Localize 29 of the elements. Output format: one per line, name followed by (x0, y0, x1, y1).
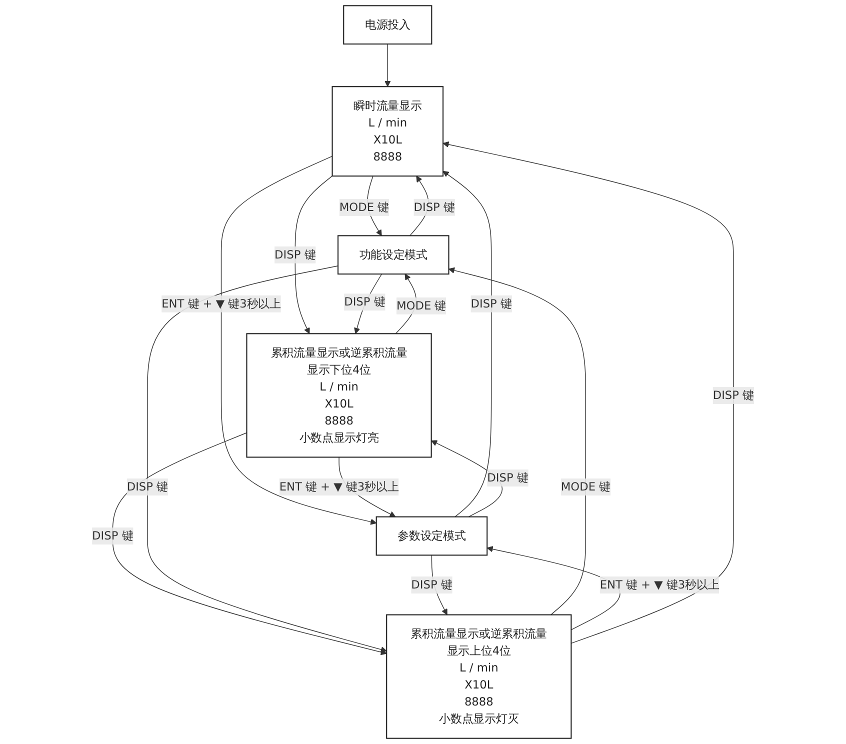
edge-label: DISP 键 (126, 480, 168, 494)
node-box: 累积流量显示或逆累积流量显示下位4位 L / min X10L 8888 小数点显示灯亮 (246, 333, 432, 458)
edge-label: DISP 键 (92, 528, 134, 542)
arrow (147, 266, 387, 653)
arrow (448, 267, 586, 616)
arrow (220, 156, 377, 525)
arrow (442, 141, 734, 644)
edge-label: DISP 键 (274, 248, 316, 262)
edge-label: DISP 键 (470, 296, 512, 310)
node-box: 累积流量显示或逆累积流量显示上位4位 L / min X10L 8888 小数点显示灯灭 (386, 614, 572, 739)
edge-label: DISP 键 (487, 470, 528, 484)
arrow (112, 432, 387, 656)
edge-label: DISP 键 (411, 578, 452, 592)
node-box: 参数设定模式 (376, 516, 488, 556)
edge-label: MODE 键 (339, 200, 390, 214)
edge-label: DISP 键 (414, 200, 455, 214)
edge-label: MODE 键 (396, 298, 446, 312)
edge-label: DISP 键 (712, 388, 754, 402)
node-box: 电源投入 (343, 5, 432, 45)
node-box: 功能设定模式 (337, 235, 450, 275)
arrow (384, 44, 391, 87)
edge-label: DISP 键 (344, 295, 386, 309)
edge-label: ENT 键 + ▼ 键3秒以上 (162, 296, 281, 310)
edge-label: ENT 键 + ▼ 键3秒以上 (600, 578, 720, 592)
arrow (294, 176, 333, 334)
edge-label: MODE 键 (560, 480, 610, 494)
edge-label: ENT 键 + ▼ 键3秒以上 (279, 480, 399, 494)
arrow (442, 170, 492, 518)
node-box: 瞬时流量显示 L / min X10L 8888 (332, 86, 444, 177)
